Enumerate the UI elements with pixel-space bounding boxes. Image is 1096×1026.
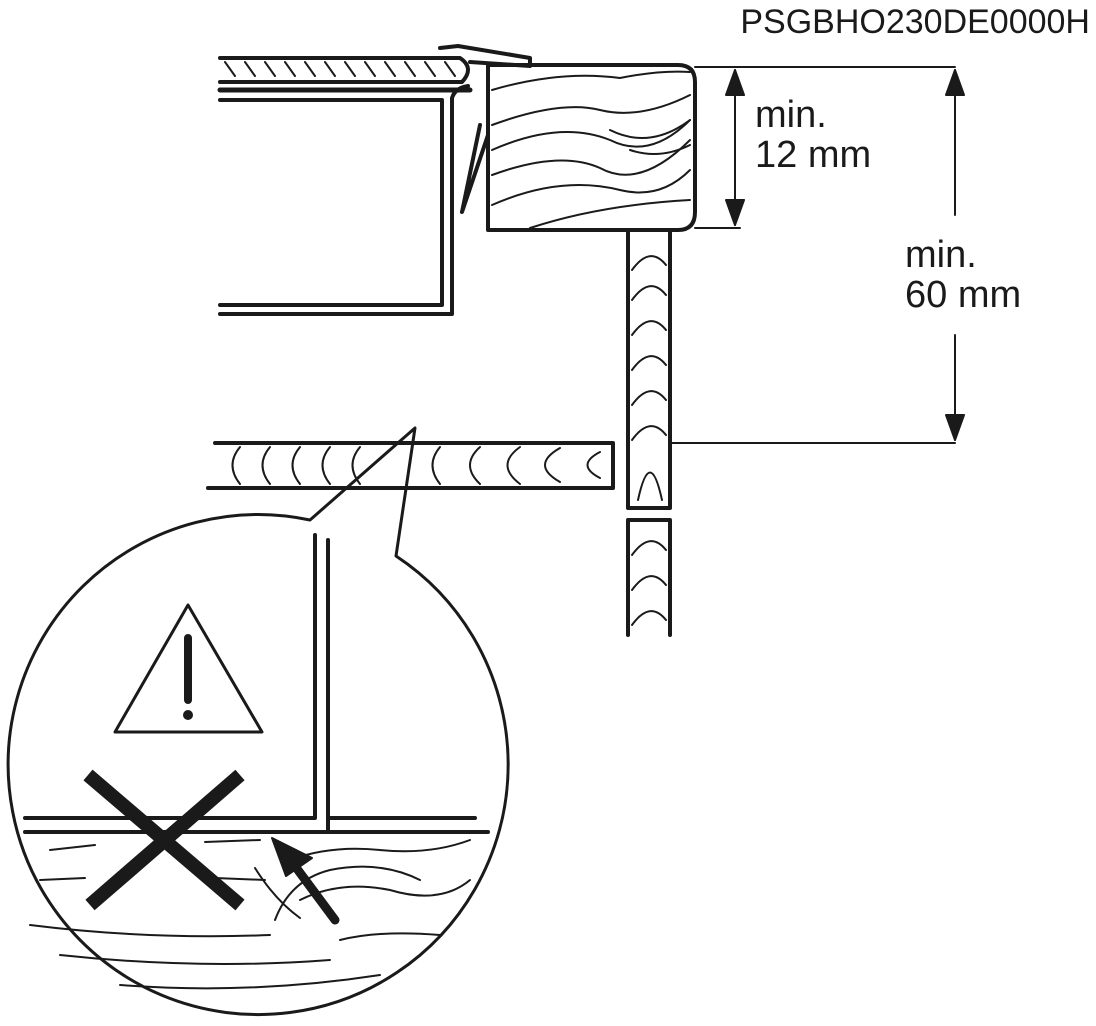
dimension-12mm-label: min. 12 mm (755, 95, 871, 175)
side-panel (626, 230, 672, 637)
dimension-lines (669, 66, 965, 444)
detail-callout (6, 426, 510, 1017)
arrow-icon (271, 837, 340, 925)
worktop (486, 63, 697, 232)
dimension-60mm-line1: min. (905, 234, 977, 276)
dimension-12mm-line2: 12 mm (755, 134, 872, 176)
warning-triangle-icon (113, 603, 264, 734)
dimension-60mm-line2: 60 mm (905, 274, 1022, 316)
dimension-60mm-label: min. 60 mm (905, 235, 1021, 315)
incorrect-cross-icon (83, 769, 245, 911)
dimension-12mm-line1: min. (755, 94, 827, 136)
diagram-code: PSGBHO230DE0000H (740, 3, 1090, 41)
hob-section (217, 44, 532, 316)
